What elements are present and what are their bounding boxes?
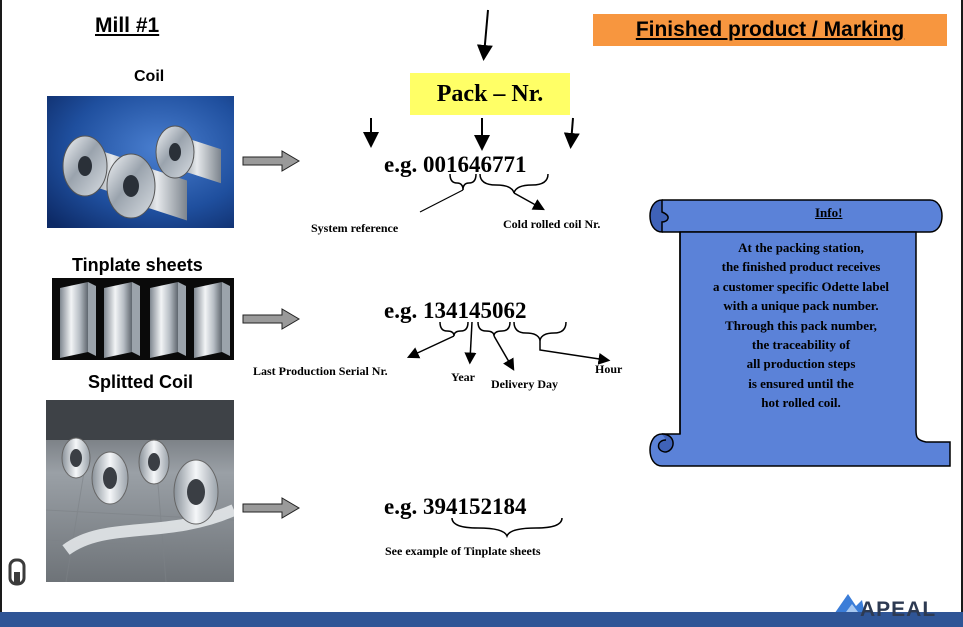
mill-title: Mill #1: [95, 14, 160, 37]
coil-illustration: [47, 96, 234, 228]
tinplate-stack-4: [194, 282, 230, 358]
info-body: At the packing station, the finished pro…: [680, 238, 922, 413]
tinplate-stack-1: [60, 282, 96, 358]
splitted-coil-illustration: [46, 400, 234, 582]
tinplate-sheets-photo: [52, 278, 234, 360]
info-line: At the packing station,: [738, 240, 864, 255]
splitted-coil-photo: [46, 400, 234, 582]
delivery-brace: [477, 321, 511, 337]
coil-example-number: e.g. 001646771: [384, 152, 527, 177]
hour-arrow: [539, 340, 611, 365]
info-line: all production steps: [746, 356, 856, 372]
info-line: Through this pack number,: [725, 317, 877, 333]
coil-photo: [47, 96, 234, 228]
delivery-arrow: [493, 335, 515, 371]
apeal-logo-text: APEAL: [860, 598, 937, 621]
delivery-day-label: Delivery Day: [491, 377, 558, 391]
coil-label: Coil: [134, 68, 165, 85]
info-line: with a unique pack number.: [723, 298, 879, 314]
info-scroll: [649, 199, 951, 467]
info-line: a customer specific Odette label: [713, 278, 889, 294]
tinplate-illustration: [60, 282, 230, 358]
block-arrow-split: [242, 497, 300, 519]
info-line: the finished product receives: [721, 259, 881, 275]
system-reference-label: System reference: [311, 221, 399, 235]
top-arrow: [476, 9, 493, 61]
info-line: hot rolled coil.: [761, 395, 841, 411]
hour-label: Hour: [595, 362, 623, 376]
footer-bar: [0, 612, 963, 627]
info-line: is ensured until the: [748, 375, 854, 391]
year-label: Year: [451, 370, 475, 384]
cold-rolled-coil-label: Cold rolled coil Nr.: [503, 217, 601, 231]
serial-brace: [439, 321, 469, 337]
split-note-label: See example of Tinplate sheets: [385, 544, 541, 558]
info-title: Info!: [815, 205, 843, 220]
cold-rolled-arrow: [513, 192, 545, 211]
pack-arrow-right: [563, 117, 580, 149]
pack-number-box: Pack – Nr.: [410, 73, 570, 115]
hour-brace: [513, 321, 567, 343]
slide-border-left: [0, 0, 2, 627]
apeal-side-icon: [8, 558, 26, 586]
serial-nr-label: Last Production Serial Nr.: [253, 364, 388, 378]
splitted-coil-label: Splitted Coil: [88, 372, 193, 392]
serial-arrow: [406, 335, 455, 359]
system-reference-pointer: [419, 189, 464, 213]
tinplate-example-number: e.g. 134145062: [384, 298, 527, 323]
tinplate-stack-3: [150, 282, 186, 358]
slide-border-right: [961, 0, 963, 627]
split-example-number: e.g. 394152184: [384, 494, 527, 519]
tinplate-stack-2: [104, 282, 140, 358]
split-brace: [451, 517, 563, 539]
info-line: the traceability of: [751, 337, 851, 353]
marking-title: Finished product / Marking: [593, 14, 947, 46]
system-reference-brace: [449, 173, 477, 191]
year-arrow: [464, 321, 477, 365]
block-arrow-tinplate: [242, 308, 300, 330]
cold-rolled-brace: [479, 173, 549, 194]
tinplate-label: Tinplate sheets: [72, 255, 203, 275]
block-arrow-coil: [242, 150, 300, 172]
